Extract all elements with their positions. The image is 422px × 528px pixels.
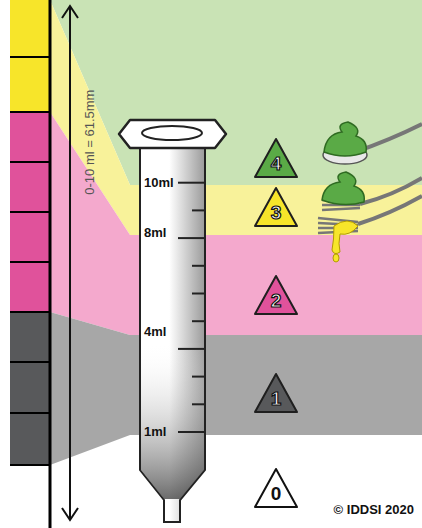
syringe-tick — [192, 209, 205, 211]
level-2-band — [50, 112, 422, 335]
dimension-arrow — [62, 6, 78, 520]
level-1-band — [50, 312, 422, 465]
level-triangle: 1 — [253, 372, 299, 414]
level-triangle: 0 — [253, 467, 299, 509]
syringe-tick — [178, 348, 205, 350]
syringe — [119, 120, 226, 522]
syringe-tick — [192, 265, 205, 267]
syringe-tick — [178, 431, 205, 433]
level-number: 0 — [253, 484, 299, 503]
spoon-puree — [323, 122, 422, 164]
dimension-label: 0-10 ml = 61.5mm — [84, 89, 98, 194]
level-triangle: 4 — [253, 137, 299, 179]
syringe-tick — [192, 403, 205, 405]
level-number: 3 — [253, 203, 299, 222]
level-triangle: 3 — [253, 186, 299, 228]
syringe-mark: 1ml — [144, 425, 166, 439]
syringe-mark: 8ml — [144, 226, 166, 240]
syringe-tick — [178, 182, 205, 184]
syringe-tick — [178, 237, 205, 239]
syringe-tick — [192, 376, 205, 378]
syringe-mark: 4ml — [144, 325, 166, 339]
level-triangle: 2 — [253, 274, 299, 316]
syringe-tick — [192, 320, 205, 322]
copyright-note: © IDDSI 2020 — [334, 503, 414, 517]
level-number: 2 — [253, 291, 299, 310]
fork-liquid — [318, 196, 422, 262]
syringe-tick — [192, 293, 205, 295]
syringe-mark: 10ml — [144, 176, 174, 190]
level-number: 4 — [253, 154, 299, 173]
scale-bar — [10, 0, 50, 528]
level-number: 1 — [253, 389, 299, 408]
